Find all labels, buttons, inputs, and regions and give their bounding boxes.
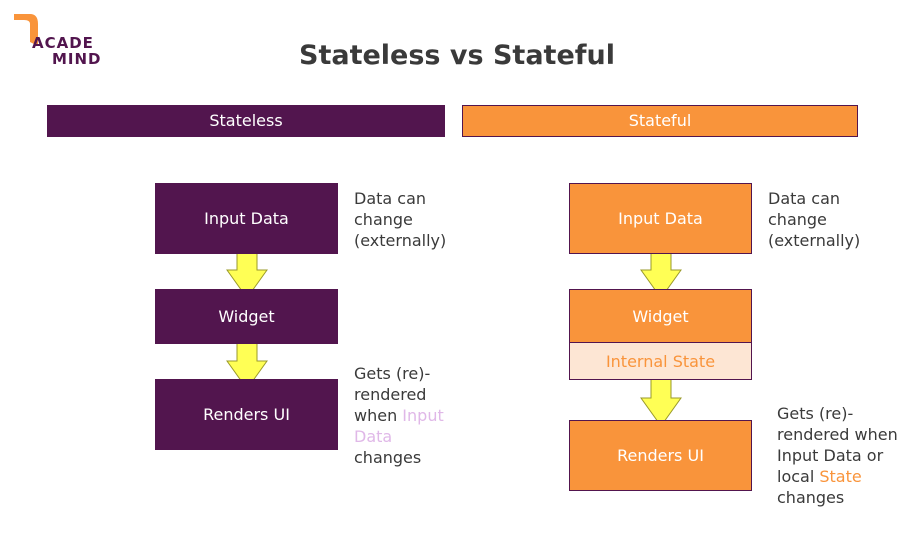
note-line: (externally): [768, 231, 861, 250]
note-line: changes: [354, 448, 422, 467]
note-line: changes: [777, 488, 845, 507]
stateful-input-data-label: Input Data: [618, 209, 703, 228]
note-line: Gets (re)-: [777, 404, 854, 423]
stateless-header: Stateless: [47, 105, 445, 137]
stateful-widget-label: Widget: [632, 306, 689, 326]
stateful-render-note: Gets (re)- rendered when Input Data or l…: [777, 403, 898, 508]
note-line: rendered when: [777, 425, 898, 444]
logo-text-line1: ACADE: [32, 34, 94, 52]
stateless-renders-ui-box: Renders UI: [155, 379, 338, 450]
logo-mark-icon: [14, 14, 38, 46]
stateful-input-data-box: Input Data: [569, 183, 752, 254]
stateful-internal-state-label: Internal State: [605, 351, 716, 371]
note-line: change: [354, 210, 413, 229]
stateless-input-data-box: Input Data: [155, 183, 338, 254]
stateless-widget-box: Widget: [155, 289, 338, 344]
note-line: when Input: [354, 405, 444, 426]
note-line: Input Data or: [777, 446, 884, 465]
stateful-header: Stateful: [462, 105, 858, 137]
stateless-input-note: Data can change (externally): [354, 188, 446, 251]
page-title: Stateless vs Stateful: [299, 40, 615, 71]
note-line: local State: [777, 466, 898, 487]
note-line: change: [768, 210, 827, 229]
stateless-widget-label: Widget: [218, 307, 275, 326]
note-text: local: [777, 467, 820, 486]
stateless-render-note: Gets (re)- rendered when Input Data chan…: [354, 363, 444, 468]
stateful-renders-ui-box: Renders UI: [569, 420, 752, 491]
note-line: Data can: [354, 189, 427, 208]
stateful-widget-box: Widget: [569, 289, 752, 343]
stateless-renders-ui-label: Renders UI: [203, 405, 290, 424]
note-highlight: Input: [402, 406, 444, 425]
note-highlight: Data: [354, 427, 393, 446]
note-line: Gets (re)-: [354, 364, 431, 383]
note-highlight: State: [819, 467, 862, 486]
note-line: (externally): [354, 231, 447, 250]
stateful-renders-ui-label: Renders UI: [617, 446, 704, 465]
academind-logo: ACADE MIND: [12, 12, 112, 68]
stateful-input-note: Data can change (externally): [768, 188, 860, 251]
stateful-internal-state-box: Internal State: [569, 342, 752, 380]
logo-text-line2: MIND: [52, 50, 102, 68]
note-text: when: [354, 406, 403, 425]
note-line: Data can: [768, 189, 841, 208]
stateless-input-data-label: Input Data: [204, 209, 289, 228]
note-line: rendered: [354, 385, 427, 404]
